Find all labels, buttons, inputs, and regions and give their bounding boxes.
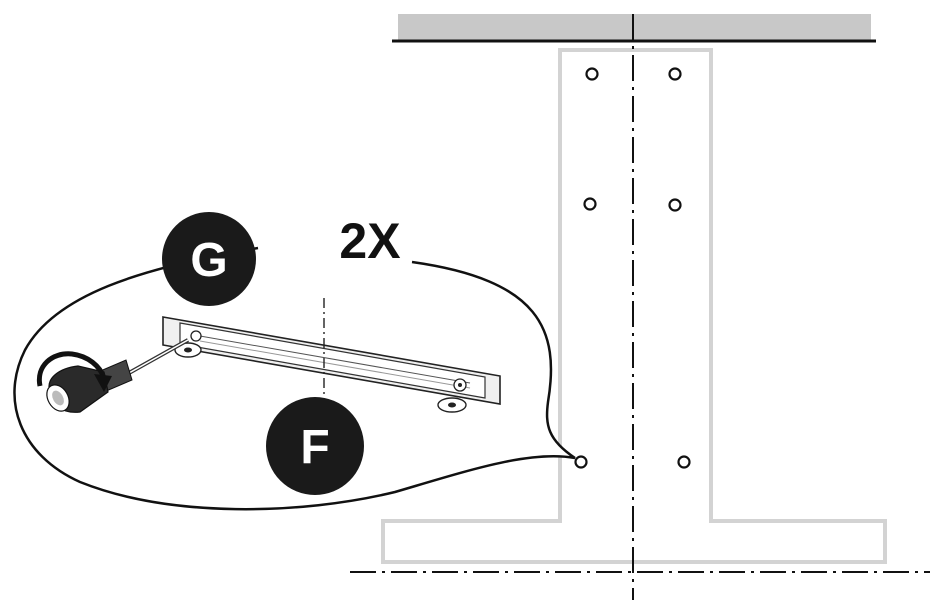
callout-f-label: F [300,421,329,474]
ceiling-plate [398,14,871,40]
mounting-rail [162,316,501,413]
mounting-hole [585,67,599,81]
callout-f-badge [266,397,364,495]
mounting-hole [677,455,691,469]
rotate-arrow-icon [36,351,112,392]
mounting-hole [583,197,597,211]
panel-outline [381,48,887,564]
mounting-hole [574,455,588,469]
quantity-label: 2X [339,213,400,269]
callout-g-label: G [190,234,227,287]
callout-g-badge [162,212,256,306]
mounting-hole [668,67,682,81]
mounting-hole [668,198,682,212]
zoom-callout-bubble [13,246,576,511]
